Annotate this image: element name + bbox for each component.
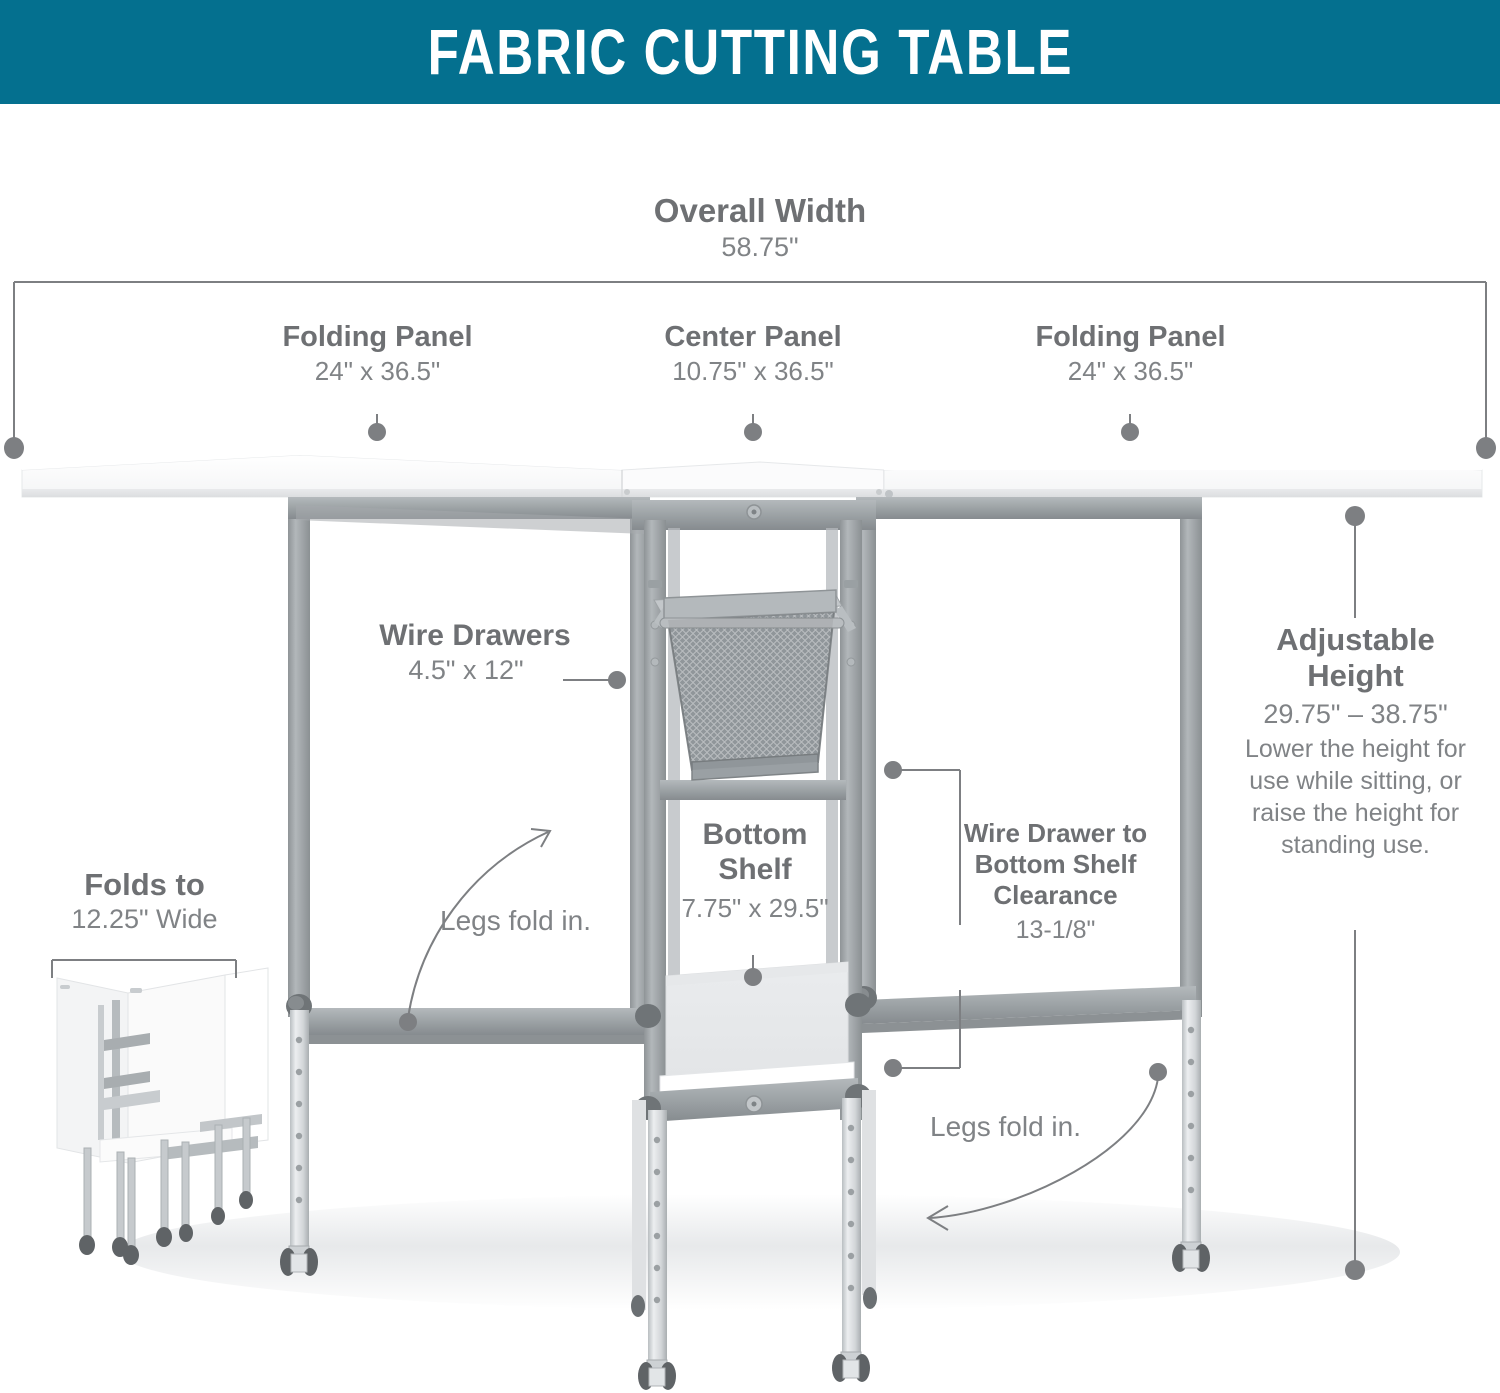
header-banner: FABRIC CUTTING TABLE bbox=[0, 0, 1500, 104]
callout-overall-width: Overall Width 58.75" bbox=[540, 193, 980, 262]
callout-clearance: Wire Drawer to Bottom Shelf Clearance 13… bbox=[938, 818, 1173, 944]
callout-adjustable-height: Adjustable Height 29.75" – 38.75" Lower … bbox=[1218, 622, 1493, 861]
bottom-shelf-value: 7.75" x 29.5" bbox=[681, 892, 829, 923]
callout-center-panel: Center Panel 10.75" x 36.5" bbox=[592, 321, 914, 387]
legs-fold-left-text: Legs fold in. bbox=[440, 905, 591, 936]
adjustable-height-value: 29.75" – 38.75" bbox=[1263, 698, 1448, 729]
panel-hinges bbox=[624, 489, 893, 498]
callout-legs-fold-left: Legs fold in. bbox=[440, 905, 640, 936]
folding-panel-left-title: Folding Panel bbox=[282, 321, 473, 353]
folding-panel-left-value: 24" x 36.5" bbox=[314, 356, 441, 387]
clearance-title: Wire Drawer to Bottom Shelf Clearance bbox=[963, 818, 1148, 911]
legs-fold-right-text: Legs fold in. bbox=[930, 1111, 1081, 1142]
center-panel-title: Center Panel bbox=[664, 321, 842, 353]
folding-panel-right-value: 24" x 36.5" bbox=[1067, 356, 1194, 387]
adjustable-height-title: Adjustable Height bbox=[1276, 622, 1435, 693]
page-title: FABRIC CUTTING TABLE bbox=[427, 16, 1073, 88]
casters bbox=[280, 1241, 1210, 1390]
folds-to-value: 12.25" Wide bbox=[71, 904, 218, 935]
left-folding-panel bbox=[21, 447, 623, 498]
bottom-shelf-title: Bottom Shelf bbox=[702, 818, 808, 886]
overall-width-value: 58.75" bbox=[721, 231, 799, 262]
callout-wire-drawers: Wire Drawers 4.5" x 12" bbox=[330, 619, 620, 686]
wire-drawer-basket bbox=[653, 589, 856, 781]
adjustable-height-body: Lower the height for use while sitting, … bbox=[1245, 735, 1466, 860]
left-frame bbox=[286, 497, 650, 1044]
callout-folds-to: Folds to 12.25" Wide bbox=[22, 868, 267, 935]
callout-bottom-shelf: Bottom Shelf 7.75" x 29.5" bbox=[665, 818, 845, 922]
center-panel bbox=[621, 461, 885, 498]
overall-width-title: Overall Width bbox=[653, 192, 867, 229]
right-folding-panel bbox=[883, 447, 1483, 498]
callout-folding-panel-right: Folding Panel 24" x 36.5" bbox=[958, 321, 1303, 387]
folds-to-title: Folds to bbox=[84, 867, 205, 902]
callout-folding-panel-left: Folding Panel 24" x 36.5" bbox=[205, 321, 550, 387]
folded-table-inset bbox=[56, 967, 269, 1265]
clearance-value: 13-1/8" bbox=[1015, 915, 1096, 944]
folding-panel-right-title: Folding Panel bbox=[1035, 321, 1226, 353]
wire-drawers-title: Wire Drawers bbox=[379, 619, 571, 652]
callout-legs-fold-right: Legs fold in. bbox=[930, 1111, 1150, 1142]
adjustable-legs bbox=[290, 1000, 1201, 1365]
right-frame bbox=[851, 497, 1202, 1033]
center-panel-value: 10.75" x 36.5" bbox=[672, 356, 834, 387]
wire-drawers-value: 4.5" x 12" bbox=[408, 655, 524, 686]
